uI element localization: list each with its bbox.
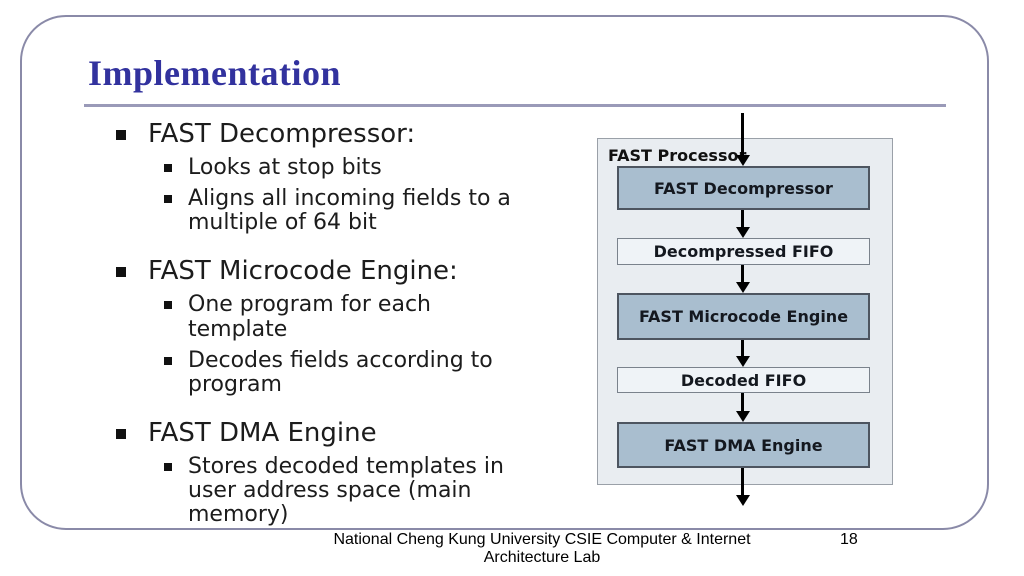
list-item: Stores decoded templates in user address… [164, 453, 536, 528]
footer-line-1: National Cheng Kung University CSIE Comp… [333, 531, 751, 548]
bullet-square-icon [116, 130, 126, 140]
list-item: Looks at stop bits [164, 154, 536, 180]
section-fast-microcode-engine: FAST Microcode Engine: One program for e… [112, 257, 612, 397]
page-number: 18 [840, 531, 858, 548]
flow-arrow-icon [736, 340, 750, 367]
flow-arrow-icon [736, 393, 750, 422]
list-item-text: Aligns all incoming fields to a multiple… [188, 186, 511, 236]
list-item: Aligns all incoming fields to a multiple… [164, 186, 536, 236]
section-title: FAST DMA Engine [148, 418, 377, 449]
flow-arrow-input-icon [736, 113, 750, 166]
bullet-square-icon [116, 429, 126, 440]
bullet-square-icon [164, 195, 172, 204]
section-fast-dma-engine: FAST DMA Engine Stores decoded templates… [112, 418, 612, 528]
bullet-square-icon [164, 301, 172, 310]
list-item: One program for each template [164, 293, 536, 341]
bullet-square-icon [116, 267, 126, 278]
section-heading: FAST DMA Engine [112, 418, 612, 449]
slide-border-frame [20, 15, 989, 530]
list-item-text: Decodes fields according to program [188, 347, 493, 397]
diagram-node-decompressed-fifo: Decompressed FIFO [617, 238, 870, 265]
section-fast-decompressor: FAST Decompressor: Looks at stop bits Al… [112, 119, 612, 236]
flow-arrow-output-icon [736, 468, 750, 506]
list-item-text: One program for each template [188, 292, 431, 342]
section-title: FAST Microcode Engine: [148, 256, 458, 287]
diagram-node-fast-decompressor: FAST Decompressor [617, 166, 870, 210]
bullet-square-icon [164, 163, 172, 172]
list-item: Decodes fields according to program [164, 347, 536, 397]
page-title: Implementation [88, 53, 341, 93]
bullet-content: FAST Decompressor: Looks at stop bits Al… [112, 119, 612, 550]
list-item-text: Stores decoded templates in user address… [188, 453, 504, 528]
section-heading: FAST Microcode Engine: [112, 257, 612, 287]
diagram-node-fast-microcode-engine: FAST Microcode Engine [617, 293, 870, 340]
footer-text: National Cheng Kung University CSIE Comp… [292, 531, 792, 568]
section-title: FAST Decompressor: [148, 119, 416, 149]
flow-arrow-icon [736, 210, 750, 238]
list-item-text: Looks at stop bits [188, 154, 382, 180]
footer-line-2: Architecture Lab [483, 549, 601, 567]
diagram-node-fast-dma-engine: FAST DMA Engine [617, 422, 870, 468]
title-underline [84, 104, 946, 107]
bullet-square-icon [164, 462, 172, 471]
diagram-container-label: FAST Processor [608, 146, 747, 165]
flow-arrow-icon [736, 265, 750, 293]
diagram-node-decoded-fifo: Decoded FIFO [617, 367, 870, 393]
bullet-square-icon [164, 356, 172, 365]
section-heading: FAST Decompressor: [112, 119, 612, 150]
